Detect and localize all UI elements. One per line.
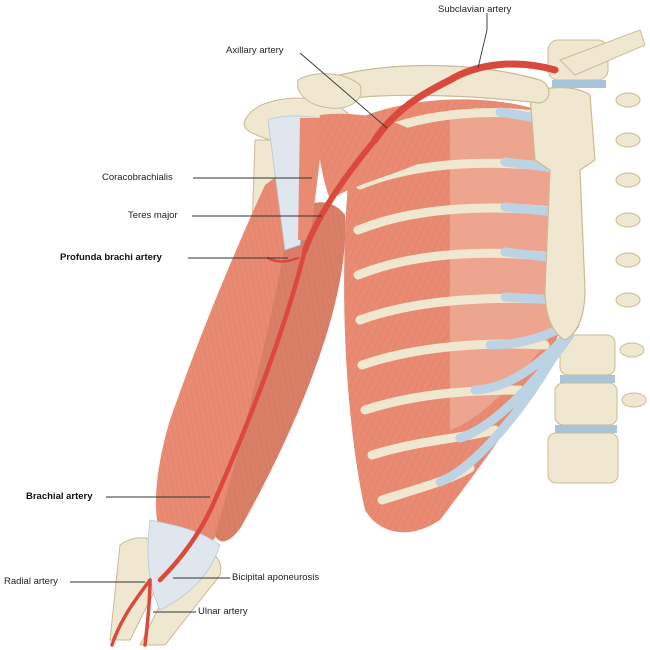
vertebral-column bbox=[547, 29, 647, 484]
axillary-artery-path bbox=[302, 137, 378, 253]
label-brachial-artery: Brachial artery bbox=[26, 491, 93, 502]
sternum bbox=[529, 86, 596, 341]
brachial-artery-path bbox=[157, 247, 308, 583]
ulnar-artery-path bbox=[143, 578, 152, 647]
forearm bbox=[109, 519, 222, 646]
label-teres-major: Teres major bbox=[128, 210, 178, 221]
label-profunda-brachi-artery: Profunda brachi artery bbox=[60, 252, 162, 263]
label-axillary-artery: Axillary artery bbox=[226, 45, 284, 56]
leader-lines bbox=[70, 13, 488, 613]
label-subclavian-artery: Subclavian artery bbox=[438, 4, 512, 15]
profunda-artery-path bbox=[266, 256, 300, 263]
subclavian-artery-path bbox=[371, 60, 559, 144]
rib-cage bbox=[344, 99, 580, 533]
arteries bbox=[110, 60, 559, 647]
label-radial-artery: Radial artery bbox=[4, 576, 58, 587]
label-bicipital-aponeurosis: Bicipital aponeurosis bbox=[232, 572, 320, 583]
label-coracobrachialis: Coracobrachialis bbox=[102, 172, 173, 183]
radial-artery-path bbox=[110, 578, 152, 647]
label-ulnar-artery: Ulnar artery bbox=[198, 606, 248, 617]
